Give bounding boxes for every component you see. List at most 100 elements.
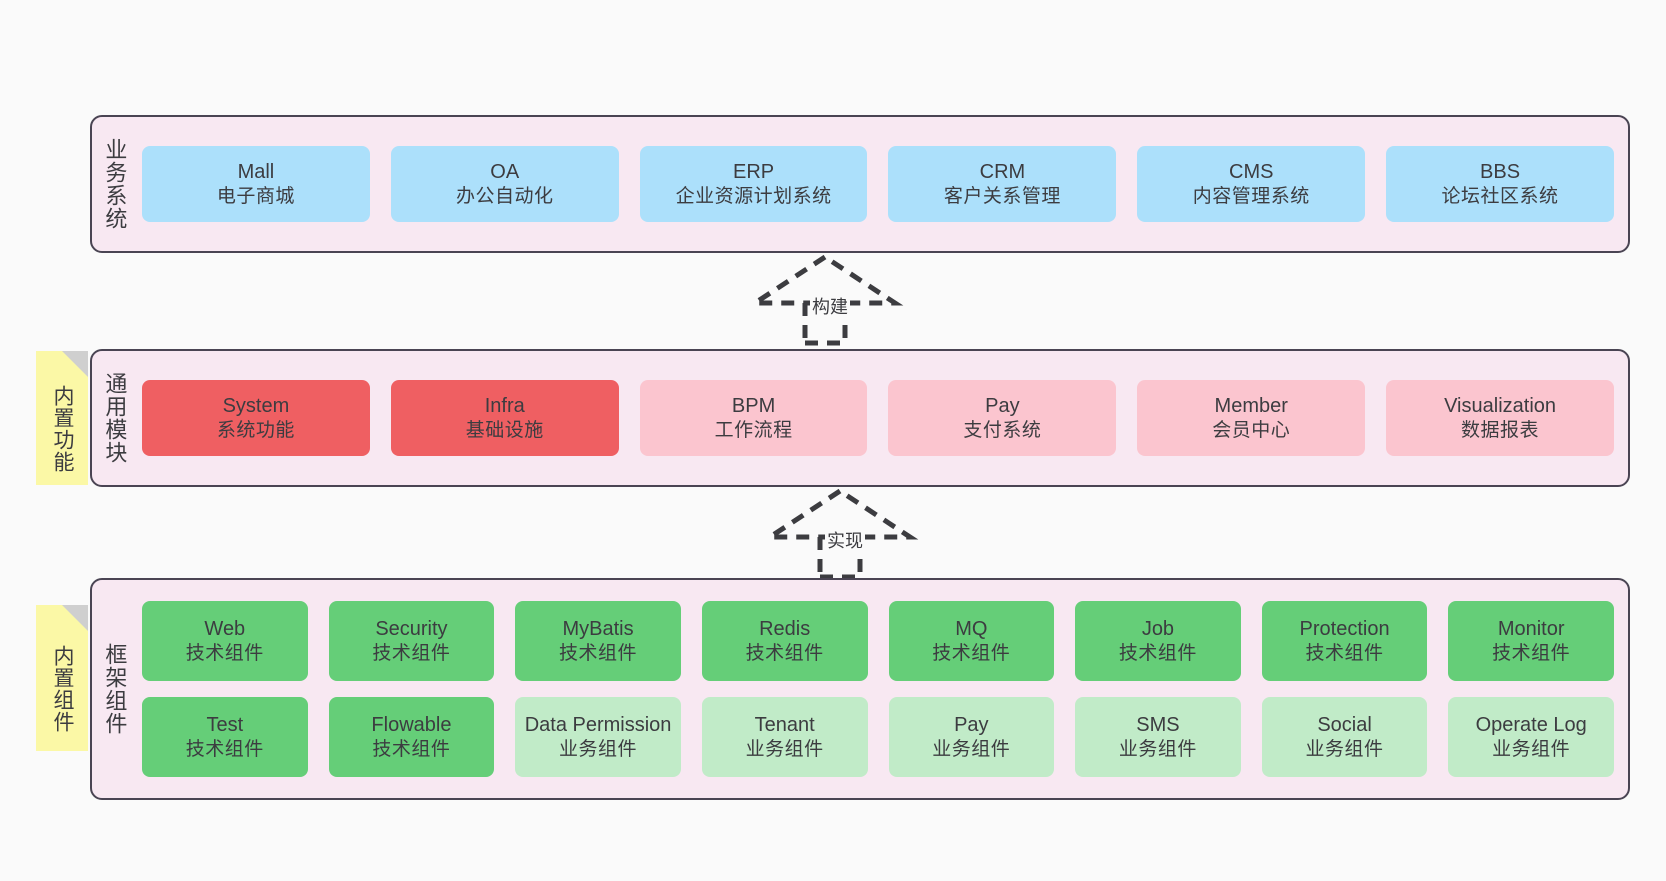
layer-business-system-body: Mall 电子商城 OA 办公自动化 ERP 企业资源计划系统 CRM 客户关系… bbox=[136, 117, 1628, 251]
card-social-title: Social bbox=[1317, 714, 1372, 737]
layer-framework-component-body: Web 技术组件 Security 技术组件 MyBatis 技术组件 Redi… bbox=[136, 580, 1628, 798]
card-mq[interactable]: MQ 技术组件 bbox=[888, 601, 1055, 681]
card-tenant-subtitle: 业务组件 bbox=[745, 738, 824, 760]
card-system[interactable]: System 系统功能 bbox=[142, 380, 370, 456]
card-mq-title: MQ bbox=[955, 618, 988, 641]
card-security-subtitle: 技术组件 bbox=[372, 642, 451, 664]
generalization-triangle-icon bbox=[746, 254, 904, 306]
card-erp-title: ERP bbox=[733, 161, 775, 184]
card-cms-title: CMS bbox=[1229, 161, 1274, 184]
card-system-subtitle: 系统功能 bbox=[216, 419, 295, 441]
card-mall-title: Mall bbox=[237, 161, 275, 184]
framework-tech-row: Web 技术组件 Security 技术组件 MyBatis 技术组件 Redi… bbox=[142, 601, 1614, 681]
generalization-triangle-icon bbox=[761, 488, 919, 540]
card-web[interactable]: Web 技术组件 bbox=[142, 601, 308, 681]
layer-business-system-title: 业务系统 bbox=[102, 138, 128, 230]
card-security-title: Security bbox=[375, 618, 448, 641]
card-bpm-subtitle: 工作流程 bbox=[714, 419, 793, 441]
layer-common-module-body: System 系统功能 Infra 基础设施 BPM 工作流程 Pay 支付系统… bbox=[136, 351, 1628, 485]
card-bpm[interactable]: BPM 工作流程 bbox=[639, 380, 868, 456]
card-crm-subtitle: 客户关系管理 bbox=[943, 185, 1061, 207]
card-redis[interactable]: Redis 技术组件 bbox=[701, 601, 868, 681]
card-sms[interactable]: SMS 业务组件 bbox=[1075, 697, 1241, 777]
card-visualization-title: Visualization bbox=[1444, 395, 1557, 418]
card-web-subtitle: 技术组件 bbox=[185, 642, 264, 664]
card-mybatis[interactable]: MyBatis 技术组件 bbox=[515, 601, 681, 681]
card-mq-subtitle: 技术组件 bbox=[932, 642, 1011, 664]
card-mall-subtitle: 电子商城 bbox=[216, 185, 295, 207]
card-data-permission-title: Data Permission bbox=[524, 714, 672, 737]
layer-business-system: 业务系统 Mall 电子商城 OA 办公自动化 ERP 企业资源计划系统 CRM… bbox=[90, 115, 1630, 253]
card-test-subtitle: 技术组件 bbox=[185, 738, 264, 760]
common-card-row: System 系统功能 Infra 基础设施 BPM 工作流程 Pay 支付系统… bbox=[142, 380, 1614, 456]
card-member-subtitle: 会员中心 bbox=[1212, 419, 1291, 441]
card-job-title: Job bbox=[1141, 618, 1175, 641]
card-pay-component[interactable]: Pay 业务组件 bbox=[888, 697, 1055, 777]
card-mall[interactable]: Mall 电子商城 bbox=[142, 146, 370, 222]
card-mybatis-subtitle: 技术组件 bbox=[559, 642, 638, 664]
card-erp-subtitle: 企业资源计划系统 bbox=[675, 185, 832, 207]
card-social[interactable]: Social 业务组件 bbox=[1261, 697, 1428, 777]
card-data-permission[interactable]: Data Permission 业务组件 bbox=[515, 697, 681, 777]
card-member-title: Member bbox=[1214, 395, 1288, 418]
card-crm[interactable]: CRM 客户关系管理 bbox=[888, 146, 1117, 222]
card-infra-title: Infra bbox=[484, 395, 525, 418]
card-pay-component-subtitle: 业务组件 bbox=[932, 738, 1011, 760]
connector-build-label: 构建 bbox=[810, 293, 850, 319]
card-system-title: System bbox=[222, 395, 290, 418]
card-visualization[interactable]: Visualization 数据报表 bbox=[1386, 380, 1614, 456]
card-job[interactable]: Job 技术组件 bbox=[1075, 601, 1241, 681]
layer-framework-component: 框架组件 Web 技术组件 Security 技术组件 MyBatis 技术组件… bbox=[90, 578, 1630, 800]
card-bbs[interactable]: BBS 论坛社区系统 bbox=[1386, 146, 1614, 222]
card-monitor-title: Monitor bbox=[1497, 618, 1565, 641]
card-protection[interactable]: Protection 技术组件 bbox=[1261, 601, 1428, 681]
note-fold-icon bbox=[62, 351, 88, 377]
card-tenant-title: Tenant bbox=[754, 714, 815, 737]
card-mybatis-title: MyBatis bbox=[562, 618, 634, 641]
card-oa-title: OA bbox=[490, 161, 520, 184]
card-flowable[interactable]: Flowable 技术组件 bbox=[328, 697, 495, 777]
connector-implement: 实现 bbox=[760, 488, 940, 580]
card-cms[interactable]: CMS 内容管理系统 bbox=[1137, 146, 1366, 222]
card-redis-subtitle: 技术组件 bbox=[745, 642, 824, 664]
card-security[interactable]: Security 技术组件 bbox=[328, 601, 495, 681]
note-builtin-function-label: 内置功能 bbox=[50, 385, 74, 473]
card-operate-log-subtitle: 业务组件 bbox=[1492, 738, 1571, 760]
card-protection-subtitle: 技术组件 bbox=[1305, 642, 1384, 664]
card-operate-log-title: Operate Log bbox=[1475, 714, 1587, 737]
note-builtin-function: 内置功能 bbox=[36, 351, 88, 485]
card-bbs-title: BBS bbox=[1480, 161, 1521, 184]
connector-build: 构建 bbox=[745, 254, 925, 346]
note-fold-icon bbox=[62, 605, 88, 631]
card-tenant[interactable]: Tenant 业务组件 bbox=[701, 697, 868, 777]
card-pay-module[interactable]: Pay 支付系统 bbox=[888, 380, 1117, 456]
connector-implement-label: 实现 bbox=[825, 527, 865, 553]
card-flowable-title: Flowable bbox=[371, 714, 452, 737]
card-sms-subtitle: 业务组件 bbox=[1118, 738, 1197, 760]
card-erp[interactable]: ERP 企业资源计划系统 bbox=[639, 146, 868, 222]
card-member[interactable]: Member 会员中心 bbox=[1137, 380, 1366, 456]
business-card-row: Mall 电子商城 OA 办公自动化 ERP 企业资源计划系统 CRM 客户关系… bbox=[142, 146, 1614, 222]
card-test-title: Test bbox=[206, 714, 244, 737]
card-oa-subtitle: 办公自动化 bbox=[455, 185, 554, 207]
framework-business-row: Test 技术组件 Flowable 技术组件 Data Permission … bbox=[142, 697, 1614, 777]
layer-common-module-title: 通用模块 bbox=[102, 372, 128, 464]
card-test[interactable]: Test 技术组件 bbox=[142, 697, 308, 777]
card-protection-title: Protection bbox=[1299, 618, 1390, 641]
card-infra-subtitle: 基础设施 bbox=[465, 419, 544, 441]
card-sms-title: SMS bbox=[1136, 714, 1180, 737]
card-infra[interactable]: Infra 基础设施 bbox=[390, 380, 619, 456]
layer-common-module: 通用模块 System 系统功能 Infra 基础设施 BPM 工作流程 Pay… bbox=[90, 349, 1630, 487]
card-job-subtitle: 技术组件 bbox=[1118, 642, 1197, 664]
card-redis-title: Redis bbox=[759, 618, 811, 641]
card-oa[interactable]: OA 办公自动化 bbox=[390, 146, 619, 222]
card-cms-subtitle: 内容管理系统 bbox=[1192, 185, 1310, 207]
card-operate-log[interactable]: Operate Log 业务组件 bbox=[1448, 697, 1614, 777]
card-pay-module-subtitle: 支付系统 bbox=[963, 419, 1042, 441]
card-social-subtitle: 业务组件 bbox=[1305, 738, 1384, 760]
card-monitor[interactable]: Monitor 技术组件 bbox=[1448, 601, 1614, 681]
card-pay-component-title: Pay bbox=[954, 714, 989, 737]
card-visualization-subtitle: 数据报表 bbox=[1461, 419, 1540, 441]
card-bpm-title: BPM bbox=[731, 395, 776, 418]
